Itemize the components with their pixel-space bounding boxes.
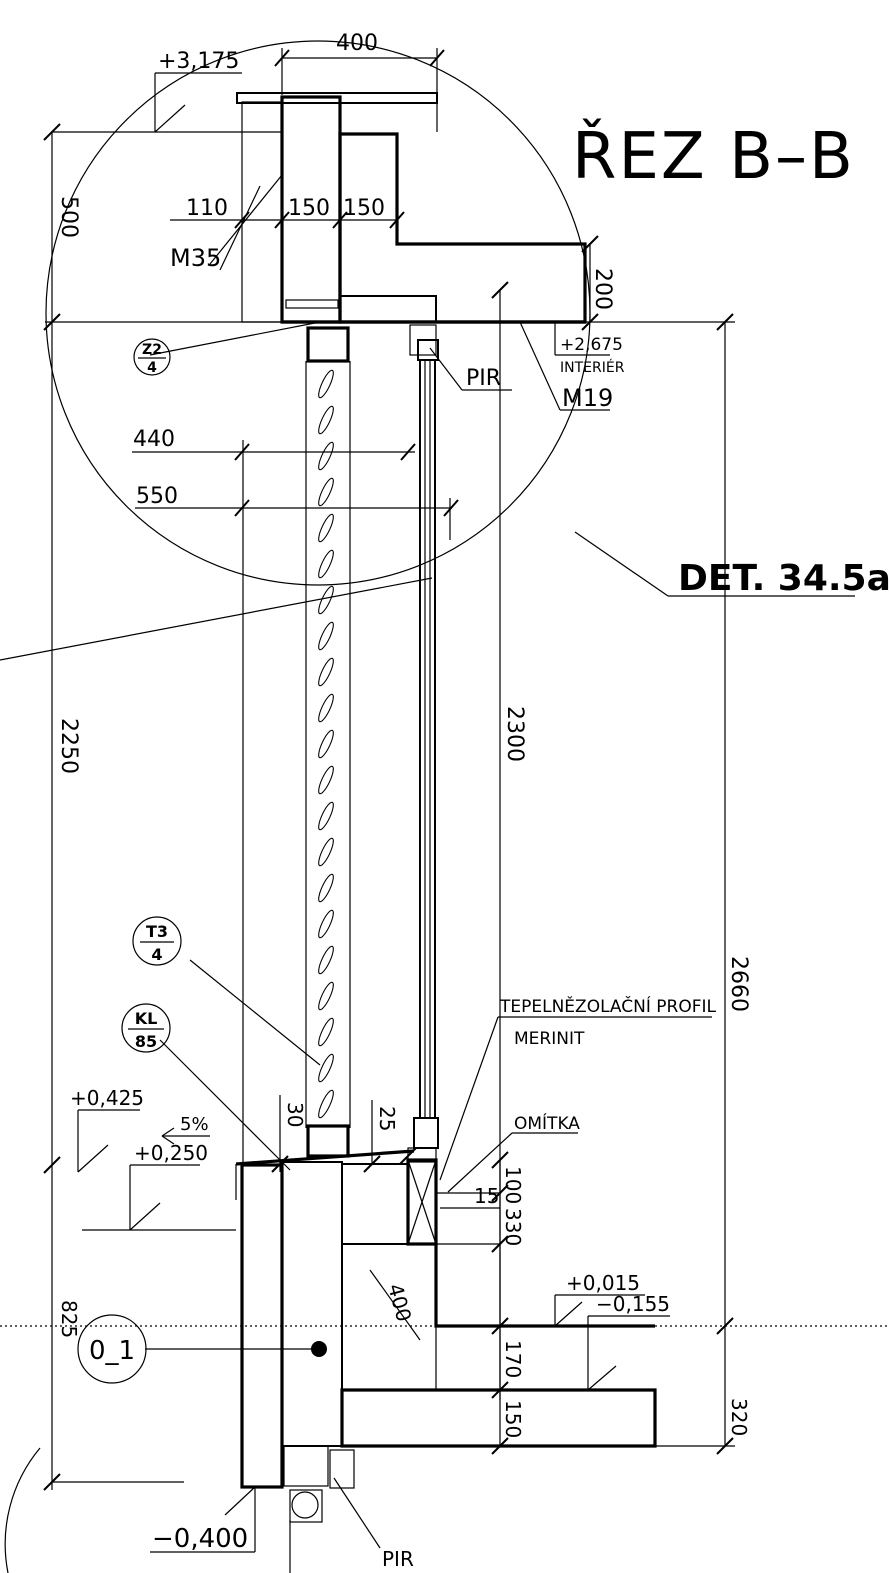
glass-block-leaf — [318, 873, 334, 903]
glass-block-leaf — [318, 693, 334, 723]
level-markers — [0, 72, 855, 1573]
labels: +3,175 400 500 110 150 150 M35 200 +2,67… — [56, 31, 890, 1571]
glass-block-leaf — [318, 1017, 334, 1047]
base-slab — [340, 1388, 657, 1448]
glass-block-leaf — [318, 729, 334, 759]
profile-label-line1: TEPELNĚZOLAČNÍ PROFIL — [499, 995, 717, 1017]
tag-kl-top: KL — [135, 1009, 158, 1028]
glass-block-leaf — [318, 945, 334, 975]
dim-2660: 2660 — [726, 956, 751, 1012]
profile-label-line2: MERINIT — [514, 1029, 585, 1049]
dim-25: 25 — [375, 1106, 399, 1131]
partial-circle-left — [4, 1447, 41, 1573]
glass-block-leaf — [318, 513, 334, 543]
concrete-beam — [338, 132, 587, 324]
drain-pipe-frame — [289, 1489, 323, 1523]
tag-kl: KL 85 — [121, 1003, 171, 1053]
glass-block-leaf — [318, 549, 334, 579]
tag-axis-label: 0_1 — [89, 1336, 135, 1366]
dim-150b: 150 — [343, 196, 385, 221]
thermal-insulation-bottom — [281, 1161, 343, 1447]
dim-500: 500 — [56, 196, 81, 238]
tag-t3-top: T3 — [146, 922, 168, 941]
slope-label: 5% — [180, 1114, 209, 1135]
material-m19: M19 — [562, 384, 613, 412]
glass-block-leaf — [318, 981, 334, 1011]
dim-400-top: 400 — [336, 31, 378, 56]
dim-550: 550 — [136, 484, 178, 509]
level-interior: +2,675 — [560, 335, 623, 355]
dim-30: 30 — [283, 1102, 307, 1127]
tag-t3: T3 4 — [132, 916, 182, 966]
dim-440: 440 — [133, 427, 175, 452]
glass-block-leaf — [318, 909, 334, 939]
anchor-dot — [311, 1341, 327, 1357]
glass-block-leaf — [318, 621, 334, 651]
drain-pipe — [291, 1491, 319, 1519]
level-sill-lower: +0,250 — [134, 1141, 208, 1165]
glass-block-leaf — [318, 405, 334, 435]
dim-200: 200 — [590, 268, 615, 310]
tag-z2-bottom: 4 — [147, 360, 157, 376]
dim-100: 100 — [501, 1166, 525, 1204]
detail-circle — [45, 40, 591, 586]
window-frame — [407, 324, 439, 1163]
tag-z2: Z2 4 — [133, 338, 171, 376]
material-pir-top: PIR — [466, 366, 501, 391]
dim-170: 170 — [501, 1340, 525, 1378]
drain-profile — [329, 1449, 355, 1489]
sill-slope — [235, 1149, 415, 1166]
glass-block-leaf — [318, 765, 334, 795]
insulation-strip-top — [285, 299, 339, 309]
detail-ref: DET. 34.5a — [678, 558, 890, 599]
insulation-upper-block — [341, 1163, 409, 1245]
drawing-title: ŘEZ B–B — [572, 118, 855, 194]
tag-t3-bottom: 4 — [151, 945, 162, 964]
glass-block-leaf — [318, 441, 334, 471]
tag-kl-bottom: 85 — [135, 1032, 157, 1051]
level-top: +3,175 — [158, 49, 239, 74]
head-block — [306, 326, 350, 363]
dimension-lines — [0, 48, 890, 1491]
foundation-wall — [341, 1243, 437, 1391]
material-m35: M35 — [170, 244, 221, 272]
level-floor-b: −0,155 — [596, 1292, 670, 1316]
glass-block-leaf — [318, 1053, 334, 1083]
tag-z2-top: Z2 — [142, 342, 162, 358]
glass-block-leaf — [318, 477, 334, 507]
material-pir-bottom: PIR — [382, 1547, 414, 1571]
dim-330: 330 — [501, 1208, 525, 1246]
tag-axis: 0_1 — [77, 1314, 147, 1384]
pir-bottom-block — [283, 1445, 329, 1487]
dim-825: 825 — [57, 1300, 81, 1338]
sill-block — [306, 1124, 350, 1158]
dim-110: 110 — [186, 196, 228, 221]
pir-lintel — [339, 295, 437, 323]
dim-320: 320 — [727, 1398, 751, 1436]
dim-2300: 2300 — [502, 706, 527, 762]
dim-150c: 150 — [501, 1400, 525, 1438]
glass-block-leaf — [318, 369, 334, 399]
glass-block-leaf — [318, 801, 334, 831]
glass-block-leaf — [318, 1089, 334, 1119]
glass-block-leaf — [318, 657, 334, 687]
dim-15: 15 — [474, 1184, 499, 1208]
level-sill-upper: +0,425 — [70, 1086, 144, 1110]
level-floor-a: +0,015 — [566, 1271, 640, 1295]
glass-block-pattern — [318, 369, 334, 1119]
dim-2250: 2250 — [56, 718, 81, 774]
material-plaster: OMÍTKA — [514, 1112, 580, 1134]
level-bottom: −0,400 — [152, 1524, 248, 1554]
dim-150a: 150 — [288, 196, 330, 221]
label-interior: INTERIÉR — [560, 359, 625, 376]
dim-400-mid: 400 — [383, 1281, 416, 1324]
glass-block-leaf — [318, 837, 334, 867]
